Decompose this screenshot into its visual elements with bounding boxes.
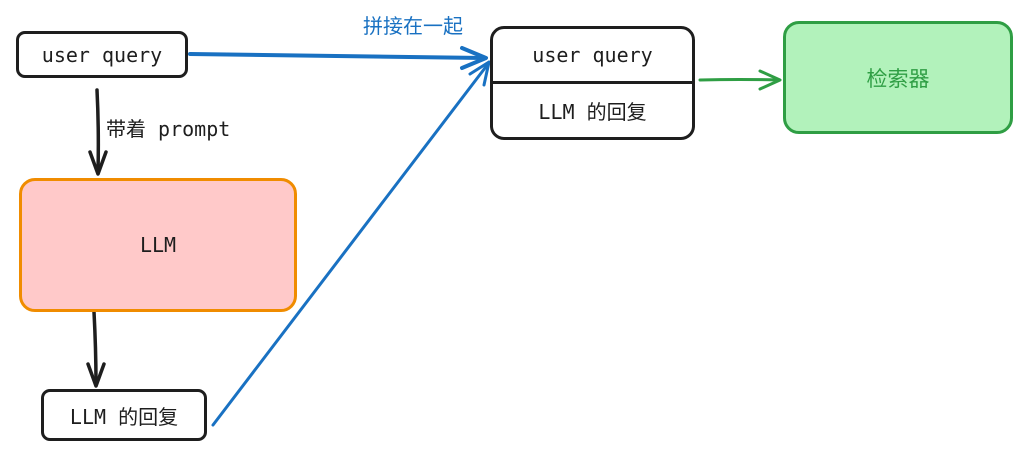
combined-reply-row: LLM 的回复	[493, 84, 692, 137]
llm-text: LLM	[139, 233, 177, 257]
retriever-text: 检索器	[866, 66, 930, 91]
combined-reply-text: LLM 的回复	[538, 100, 647, 124]
arrowhead-llm-to-reply	[86, 362, 106, 388]
arrow-llm-to-reply	[92, 310, 98, 386]
combined-query-row: user query	[493, 29, 692, 84]
arrowhead-combined-to-retriever	[758, 69, 782, 91]
user-query-text: user query	[41, 42, 163, 67]
arrowhead-query-to-llm	[88, 150, 108, 176]
retriever-node: 检索器	[783, 21, 1013, 134]
combined-query-text: user query	[532, 43, 653, 67]
llm-reply-node: LLM 的回复	[41, 389, 207, 441]
with-prompt-label: 带着 prompt	[106, 117, 231, 141]
arrow-combined-to-retriever	[698, 78, 780, 82]
arrow-query-to-llm	[95, 88, 101, 174]
combined-input-node: user query LLM 的回复	[490, 26, 695, 140]
arrow-query-to-combined	[188, 52, 486, 60]
arrowhead-query-to-combined	[460, 46, 488, 70]
arrowhead-reply-to-combined	[468, 60, 491, 87]
llm-reply-text: LLM 的回复	[69, 404, 179, 429]
concat-label: 拼接在一起	[363, 14, 463, 38]
user-query-node: user query	[16, 31, 188, 78]
llm-node: LLM	[19, 178, 297, 312]
